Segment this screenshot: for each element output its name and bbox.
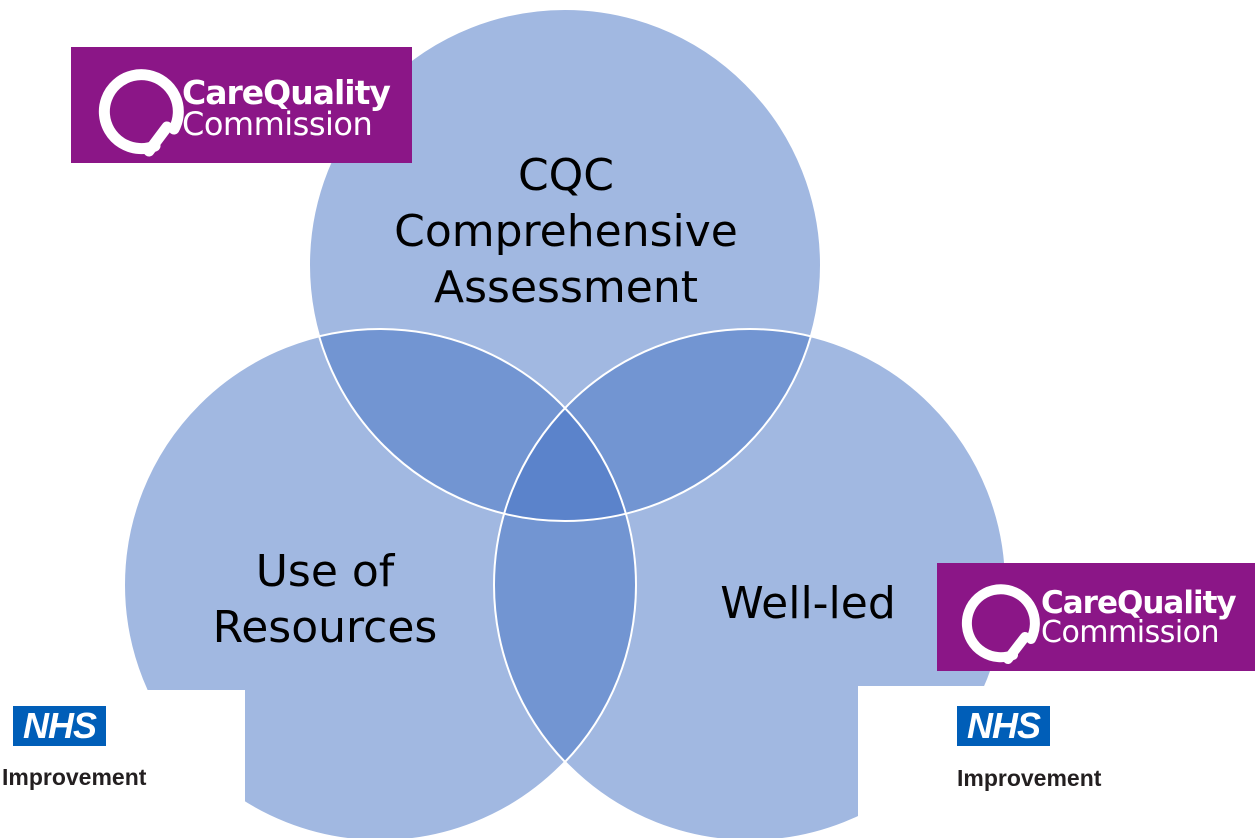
nhs-improvement-logo-right: NHS Improvement — [858, 686, 1255, 838]
label-use-of-resources: Use of Resources — [212, 546, 438, 653]
label-well-led: Well-led — [720, 578, 896, 629]
nhs-subtitle: Improvement — [2, 764, 147, 790]
nhs-mark: NHS — [957, 706, 1050, 746]
cqc-wordmark-line1: CareQuality — [182, 73, 391, 112]
nhs-subtitle: Improvement — [957, 765, 1102, 791]
cqc-wordmark-line2: Commission — [1041, 615, 1220, 650]
cqc-wordmark-line1: CareQuality — [1041, 585, 1237, 621]
cqc-logo-top: CareQuality Commission — [71, 47, 412, 163]
cqc-logo-right: CareQuality Commission — [937, 563, 1255, 671]
cqc-wordmark-line2: Commission — [182, 105, 373, 143]
label-cqc-comprehensive-assessment: CQC Comprehensive Assessment — [394, 150, 738, 313]
venn-circle-resources — [124, 329, 636, 838]
nhs-improvement-logo-left: NHS Improvement — [0, 690, 245, 838]
cqc-q-mark-icon — [98, 69, 184, 157]
cqc-q-mark-icon — [961, 584, 1040, 664]
nhs-mark: NHS — [13, 706, 106, 746]
